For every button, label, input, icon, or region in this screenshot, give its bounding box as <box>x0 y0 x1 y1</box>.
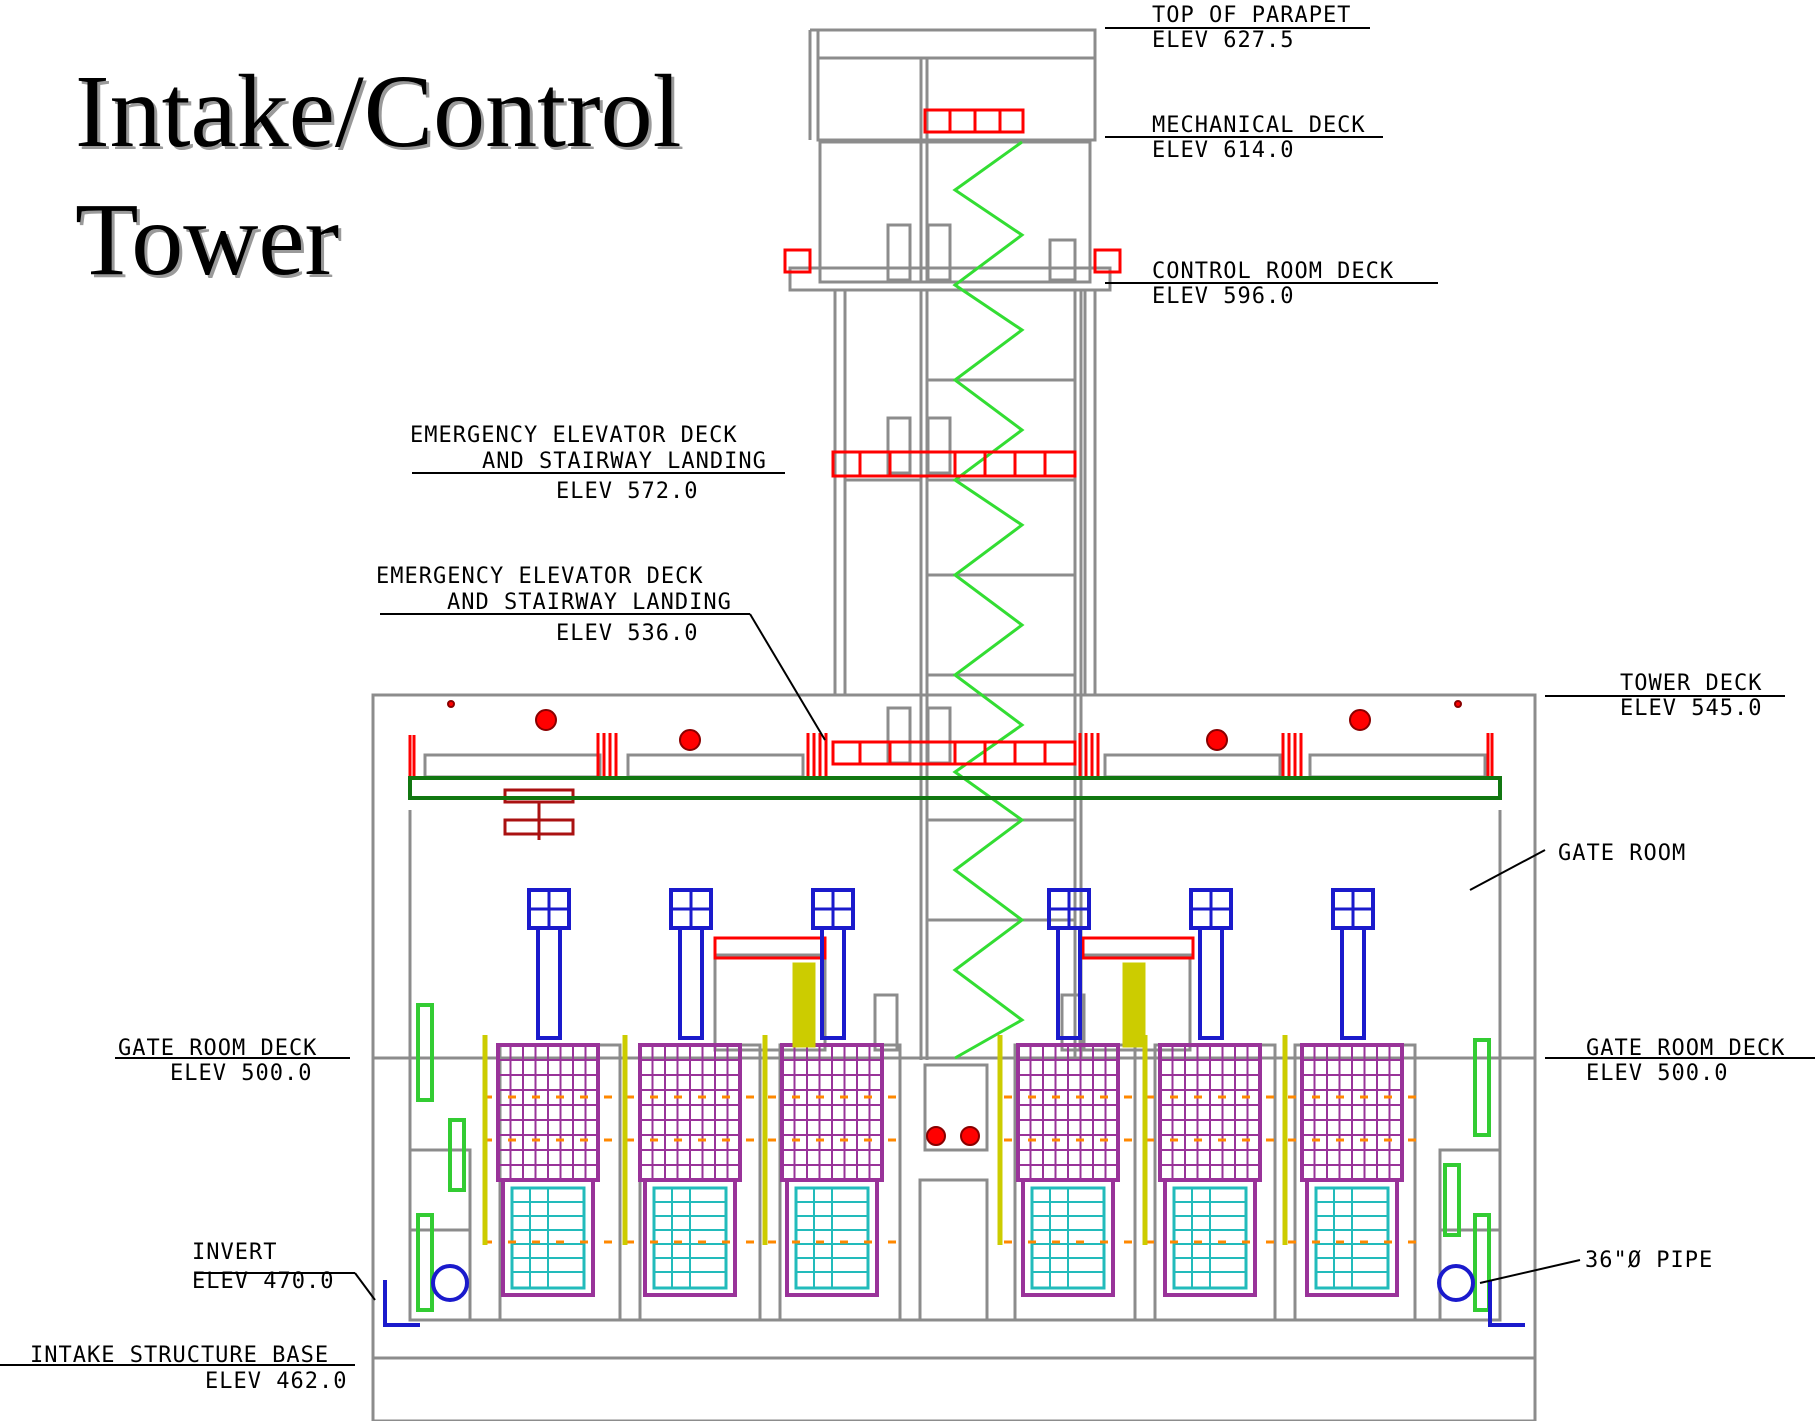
label-gate-room-deck-left: GATE ROOM DECK <box>118 1036 317 1061</box>
label-emergency-536-line2: AND STAIRWAY LANDING <box>447 590 732 615</box>
label-tower-deck-elev: ELEV 545.0 <box>1620 696 1762 721</box>
title-line-1: Intake/Control <box>75 54 682 169</box>
label-gate-room: GATE ROOM <box>1558 841 1686 866</box>
label-mechanical-deck: MECHANICAL DECK <box>1152 113 1366 138</box>
gate-5-operator-stem <box>1198 926 1224 1040</box>
gate-3-operator-stem <box>820 926 846 1040</box>
red-valves <box>447 700 1462 1146</box>
label-control-room-deck: CONTROL ROOM DECK <box>1152 259 1394 284</box>
label-top-of-parapet-elev: ELEV 627.5 <box>1152 28 1294 53</box>
gate-6-operator-stem <box>1340 926 1366 1040</box>
railings <box>408 108 1494 960</box>
gate-1-panel-frame <box>501 1178 595 1297</box>
gate-1-operator-stem <box>536 926 562 1040</box>
label-gate-room-deck-right: GATE ROOM DECK <box>1586 1036 1785 1061</box>
side-ladders <box>416 1003 1491 1312</box>
label-emergency-572-line1: EMERGENCY ELEVATOR DECK <box>410 423 738 448</box>
label-emergency-572-elev: ELEV 572.0 <box>556 479 698 504</box>
label-top-of-parapet: TOP OF PARAPET <box>1152 3 1351 28</box>
yellow-pipes <box>482 962 1288 1245</box>
label-intake-base: INTAKE STRUCTURE BASE <box>30 1343 329 1368</box>
gate-3-panel-frame <box>785 1178 879 1297</box>
crane-beam <box>408 776 1502 800</box>
label-invert-elev: ELEV 470.0 <box>192 1269 334 1294</box>
label-tower-deck: TOWER DECK <box>1620 671 1762 696</box>
label-invert: INVERT <box>192 1240 277 1265</box>
gate-6-panel-frame <box>1305 1178 1399 1297</box>
label-emergency-572-line2: AND STAIRWAY LANDING <box>482 449 767 474</box>
label-gate-room-deck-right-elev: ELEV 500.0 <box>1586 1061 1728 1086</box>
label-gate-room-deck-left-elev: ELEV 500.0 <box>170 1061 312 1086</box>
gate-2-operator-stem <box>678 926 704 1040</box>
gate-2-panel-frame <box>643 1178 737 1297</box>
stairway <box>952 140 1025 1060</box>
label-mechanical-deck-elev: ELEV 614.0 <box>1152 138 1294 163</box>
page-title: Intake/Control Tower <box>75 48 795 304</box>
gates-group <box>484 888 1416 1297</box>
gate-4-panel-frame <box>1021 1178 1115 1297</box>
label-control-room-deck-elev: ELEV 596.0 <box>1152 284 1294 309</box>
gate-4-operator-stem <box>1056 926 1082 1040</box>
pipe-elbows <box>383 1264 1525 1327</box>
label-emergency-536-line1: EMERGENCY ELEVATOR DECK <box>376 564 704 589</box>
label-emergency-536-elev: ELEV 536.0 <box>556 621 698 646</box>
label-pipe: 36"Ø PIPE <box>1585 1248 1713 1273</box>
gate-5-panel-frame <box>1163 1178 1257 1297</box>
label-intake-base-elev: ELEV 462.0 <box>205 1369 347 1394</box>
title-line-2: Tower <box>75 182 340 297</box>
leader-lines <box>0 27 1815 1366</box>
